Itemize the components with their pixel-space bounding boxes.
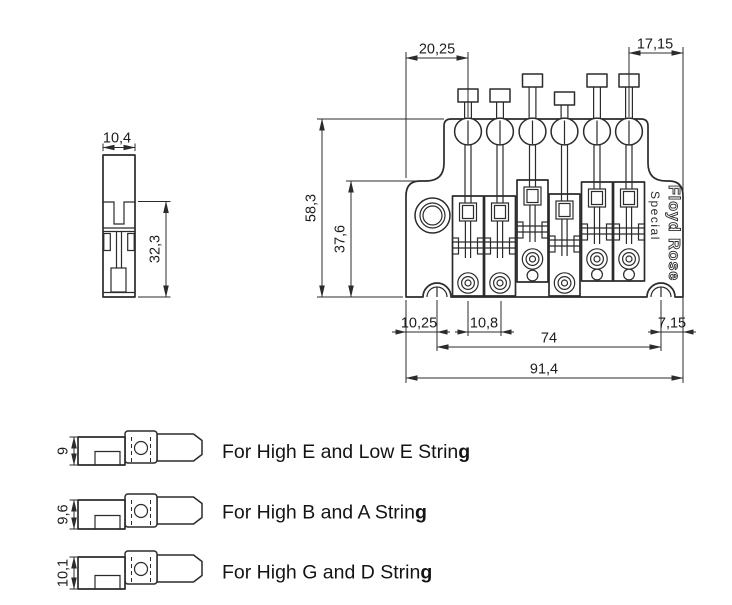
saddle-1 bbox=[451, 144, 485, 297]
saddle-b-label-text: For High B and A Strin bbox=[222, 502, 415, 524]
dimension-side-width: 10,4 bbox=[102, 131, 136, 151]
saddle-e-label: For High E and Low E String bbox=[222, 441, 470, 463]
saddle-e-label-text: For High E and Low E Strin bbox=[222, 441, 458, 463]
dimension-stud-right-offset: 7,15 bbox=[648, 316, 696, 335]
side-height-value: 32,3 bbox=[148, 235, 164, 263]
saddle-profile-g: 10,1 For High G and D String bbox=[56, 550, 432, 590]
saddle-profile-e: 9 For High E and Low E String bbox=[56, 430, 470, 466]
saddle-6 bbox=[612, 144, 646, 282]
saddle-b-height-value: 9,6 bbox=[56, 504, 72, 524]
dimension-stud-spacing: 74 bbox=[436, 331, 662, 350]
saddle-g-label-text: For High G and D Strin bbox=[222, 562, 420, 584]
dimension-tuner-spacing: 10,8 bbox=[455, 316, 514, 335]
saddle-4 bbox=[548, 144, 581, 297]
stud-spacing-value: 74 bbox=[541, 331, 557, 347]
saddle-g-height-value: 10,1 bbox=[56, 559, 72, 587]
saddle-3 bbox=[516, 144, 549, 283]
dimension-total-width: 91,4 bbox=[405, 362, 684, 381]
dimension-saddle-g-height: 10,1 bbox=[56, 556, 78, 590]
stud-left-offset-value: 10,25 bbox=[401, 316, 437, 332]
screw6-offset-value: 17,15 bbox=[637, 37, 673, 53]
saddle-2 bbox=[483, 144, 517, 297]
saddle-e-label-bold: g bbox=[458, 441, 470, 463]
dimension-plate-height: 37,6 bbox=[333, 180, 424, 298]
front-view: Floyd Rose Special 20,25 17,15 58,3 37,6 bbox=[304, 37, 696, 383]
total-width-value: 91,4 bbox=[530, 362, 558, 378]
dimension-total-height: 58,3 bbox=[304, 118, 444, 298]
saddle-b-label: For High B and A String bbox=[222, 502, 427, 524]
stud-right-offset-value: 7,15 bbox=[658, 316, 686, 332]
dimension-side-height: 32,3 bbox=[138, 201, 171, 298]
side-width-value: 10,4 bbox=[103, 131, 131, 147]
total-height-value: 58,3 bbox=[304, 194, 320, 222]
side-view: 10,4 32,3 bbox=[102, 131, 171, 298]
tuner-spacing-value: 10,8 bbox=[470, 316, 498, 332]
saddle-profile-b: 9,6 For High B and A String bbox=[56, 493, 427, 530]
dimension-stud-left-offset: 10,25 bbox=[392, 316, 450, 335]
dimension-saddle-e-height: 9 bbox=[56, 436, 78, 466]
dimension-screw1-offset: 20,25 bbox=[405, 42, 469, 178]
lock-screw-heads bbox=[457, 73, 640, 106]
lock-screw-shafts bbox=[464, 87, 633, 120]
saddle-balls bbox=[453, 117, 644, 146]
model-engraving: Special bbox=[648, 191, 662, 241]
saddle-g-label-bold: g bbox=[420, 562, 432, 584]
plate-height-value: 37,6 bbox=[333, 225, 349, 253]
dimension-screw6-offset: 17,15 bbox=[628, 37, 684, 383]
screw1-offset-value: 20,25 bbox=[419, 42, 455, 58]
saddle-b-label-bold: g bbox=[415, 502, 427, 524]
dimension-saddle-b-height: 9,6 bbox=[56, 499, 78, 530]
saddle-g-label: For High G and D String bbox=[222, 562, 432, 584]
brand-engraving: Floyd Rose bbox=[665, 185, 682, 281]
trem-arm-bushing bbox=[414, 197, 451, 234]
saddle-5 bbox=[580, 144, 614, 282]
saddle-e-height-value: 9 bbox=[56, 447, 72, 455]
saddles bbox=[451, 144, 646, 297]
